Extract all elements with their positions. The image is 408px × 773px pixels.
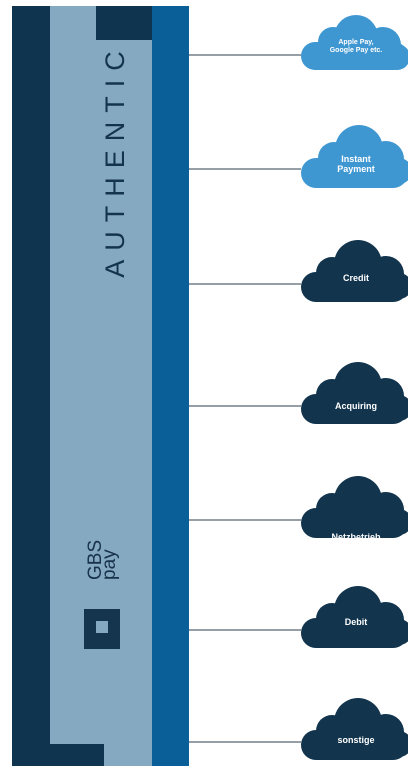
authentic-vertical-title: AUTHENTIC <box>100 42 130 278</box>
cloud-label-apple-pay: Apple Pay,Google Pay etc. <box>329 39 383 55</box>
bottom-dark-step <box>50 744 104 766</box>
cloud-instant-payment <box>301 125 408 188</box>
cloud-credit <box>301 240 408 302</box>
cloud-label-sonstige: sonstige <box>337 735 375 745</box>
gbs-pay-brand: GBS pay <box>76 516 124 666</box>
cloud-apple-pay <box>301 15 408 70</box>
logo-block-left <box>84 609 96 649</box>
bottom-light-fill <box>104 744 152 766</box>
right-blue-band <box>152 6 189 766</box>
logo-block-bottom <box>96 633 108 649</box>
top-dark-step <box>96 6 152 40</box>
cloud-acquiring <box>301 362 408 424</box>
connector-lines <box>189 54 301 743</box>
cloud-netzbetrieb <box>301 476 408 538</box>
left-dark-band <box>12 6 50 766</box>
logo-mark <box>84 609 120 649</box>
logo-text-bottom: pay <box>99 549 120 580</box>
cloud-sonstige <box>301 698 408 760</box>
logo-block-right <box>108 609 120 649</box>
logo-cutout <box>96 621 108 633</box>
logo-block-top <box>96 609 108 621</box>
cloud-label-acquiring: Acquiring <box>335 401 377 411</box>
cloud-label-netzbetrieb: Netzbetrieb <box>331 532 381 542</box>
cloud-label-debit: Debit <box>344 617 368 627</box>
cloud-label-credit: Credit <box>342 273 369 283</box>
cloud-debit <box>301 586 408 648</box>
